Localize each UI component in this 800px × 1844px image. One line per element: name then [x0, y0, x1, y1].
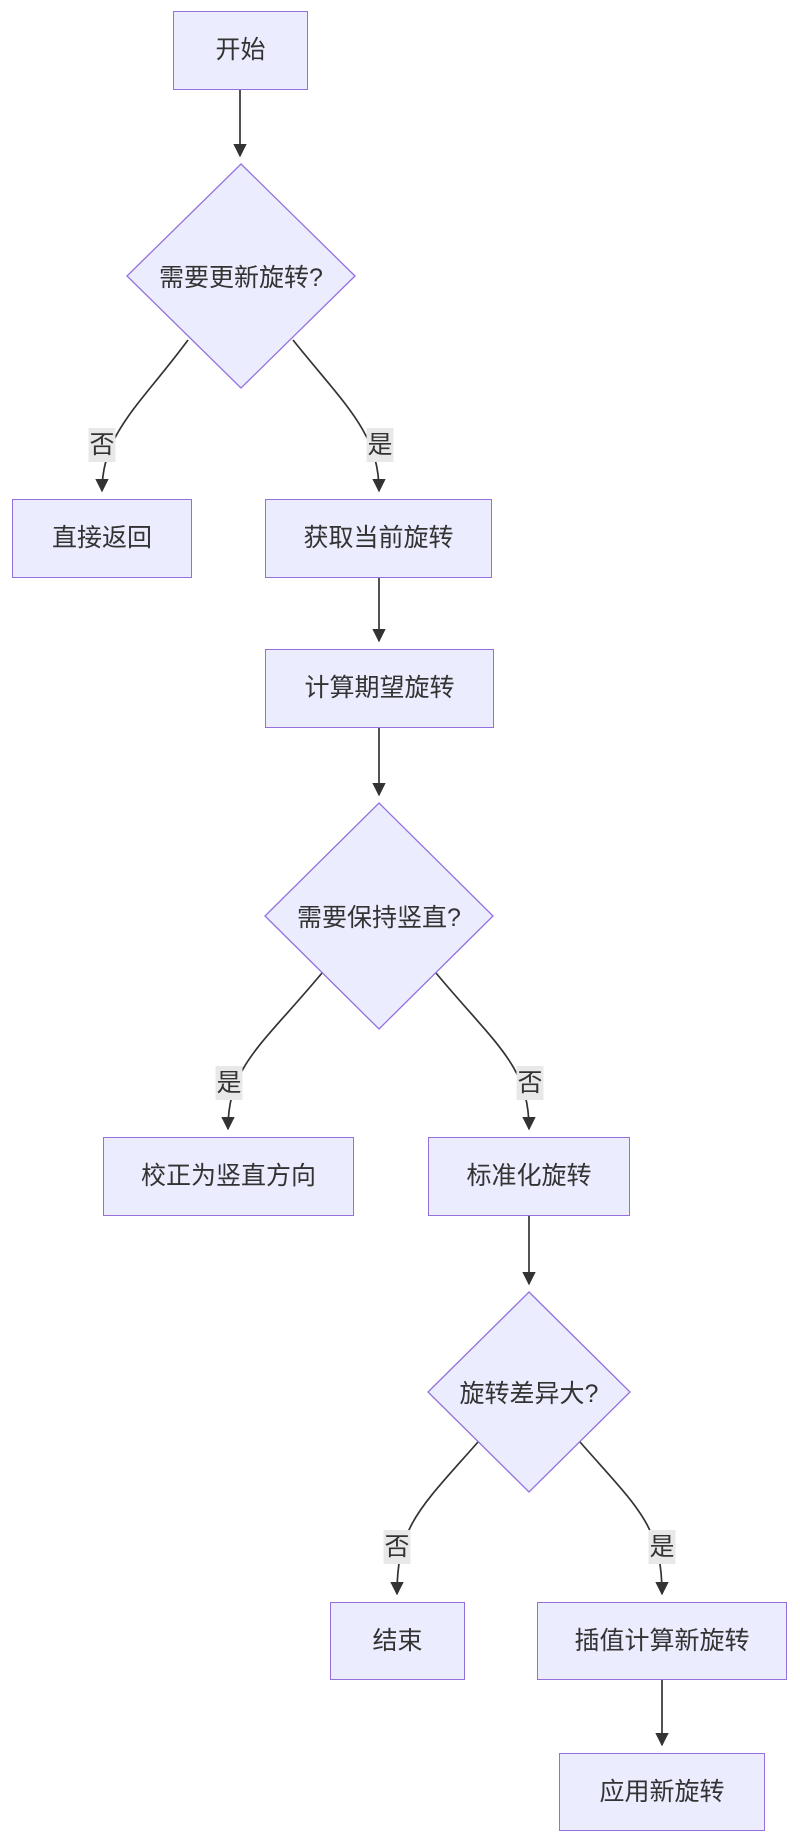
node-interpolate-rotation: 插值计算新旋转: [537, 1602, 787, 1680]
node-get-current-rotation-label: 获取当前旋转: [303, 524, 454, 553]
decision-need-update-label: 需要更新旋转?: [159, 264, 323, 292]
node-end-label: 结束: [372, 1626, 423, 1655]
node-start-label: 开始: [215, 36, 266, 65]
node-correct-upright: 校正为竖直方向: [103, 1137, 354, 1216]
decision-diff-large-shape: [427, 1291, 631, 1493]
edge-label-yes-2: 是: [215, 1066, 243, 1100]
edge-label-no-3: 否: [383, 1530, 411, 1564]
node-calc-desired-rotation: 计算期望旋转: [265, 649, 494, 728]
node-direct-return: 直接返回: [12, 499, 192, 578]
node-normalize-rotation-label: 标准化旋转: [466, 1162, 592, 1191]
decision-need-update-shape: [126, 163, 356, 389]
edge-label-no-2: 否: [516, 1066, 544, 1100]
decision-keep-upright-label: 需要保持竖直?: [297, 904, 461, 932]
decision-diff-large-label: 旋转差异大?: [459, 1380, 599, 1408]
node-normalize-rotation: 标准化旋转: [428, 1137, 630, 1216]
edge-keep-upright-no-to-normalize: [435, 972, 536, 1131]
node-apply-rotation: 应用新旋转: [559, 1753, 765, 1831]
edge-diff-large-yes-to-interpolate: [579, 1441, 669, 1596]
node-get-current-rotation: 获取当前旋转: [265, 499, 492, 578]
node-end: 结束: [330, 1602, 465, 1680]
node-start: 开始: [173, 11, 308, 90]
edge-need-update-yes-to-get-current: [292, 339, 386, 493]
edge-diff-large-no-to-end: [390, 1441, 479, 1596]
node-correct-upright-label: 校正为竖直方向: [140, 1162, 316, 1191]
node-direct-return-label: 直接返回: [51, 524, 152, 553]
node-calc-desired-rotation-label: 计算期望旋转: [304, 674, 455, 703]
edge-keep-upright-yes-to-correct-upright: [221, 972, 323, 1131]
node-interpolate-rotation-label: 插值计算新旋转: [574, 1626, 750, 1655]
edge-label-yes-1: 是: [366, 428, 394, 462]
edge-need-update-no-to-direct-return: [95, 339, 189, 493]
decision-keep-upright-shape: [264, 802, 494, 1030]
edge-label-yes-3: 是: [648, 1530, 676, 1564]
node-apply-rotation-label: 应用新旋转: [599, 1777, 725, 1806]
edge-label-no-1: 否: [88, 428, 116, 462]
